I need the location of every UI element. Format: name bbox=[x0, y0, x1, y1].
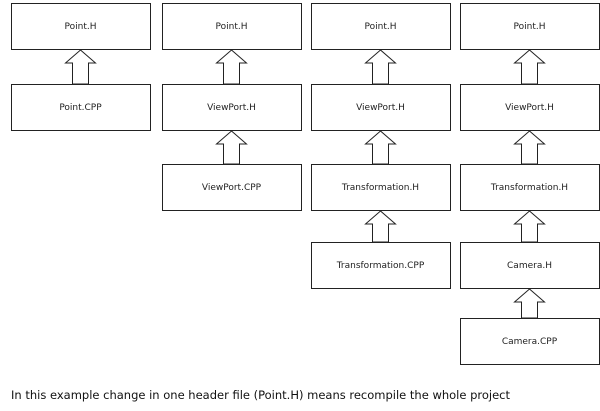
node-box bbox=[162, 84, 302, 131]
node-transformation-cpp: Transformation.CPP bbox=[311, 242, 451, 289]
node-viewport-cpp: ViewPort.CPP bbox=[162, 164, 302, 211]
node-label: Transformation.H bbox=[490, 183, 568, 193]
inheritance-arrow-camera-h-to-transformation-h bbox=[513, 210, 546, 243]
node-box bbox=[311, 242, 451, 289]
node-box bbox=[311, 84, 451, 131]
inheritance-arrow-transformation-h-to-viewport-h bbox=[513, 130, 546, 165]
node-point-h: Point.H bbox=[11, 3, 151, 50]
inheritance-arrow-viewport-cpp-to-viewport-h bbox=[215, 130, 248, 165]
inheritance-arrow-transformation-cpp-to-transformation-h bbox=[364, 210, 397, 243]
inheritance-arrow-transformation-h-to-viewport-h bbox=[364, 130, 397, 165]
node-viewport-h: ViewPort.H bbox=[311, 84, 451, 131]
node-point-h: Point.H bbox=[311, 3, 451, 50]
inheritance-arrow-camera-cpp-to-camera-h bbox=[513, 288, 546, 319]
node-label: ViewPort.H bbox=[207, 103, 256, 113]
nodes-layer: Point.H Point.CPP Point.H ViewPort.H ViewPor… bbox=[11, 3, 600, 365]
node-box bbox=[11, 3, 151, 50]
node-box bbox=[11, 84, 151, 131]
node-label: Point.H bbox=[365, 22, 397, 32]
node-label: ViewPort.H bbox=[356, 103, 405, 113]
node-label: Transformation.CPP bbox=[336, 261, 425, 271]
diagram-caption: In this example change in one header fil… bbox=[11, 388, 511, 402]
inheritance-arrow-viewport-h-to-point-h bbox=[364, 49, 397, 85]
node-point-h: Point.H bbox=[460, 3, 600, 50]
node-viewport-h: ViewPort.H bbox=[460, 84, 600, 131]
node-label: ViewPort.CPP bbox=[202, 183, 262, 193]
node-camera-h: Camera.H bbox=[460, 242, 600, 289]
node-label: Transformation.H bbox=[341, 183, 419, 193]
node-label: Camera.H bbox=[507, 261, 552, 271]
node-point-h: Point.H bbox=[162, 3, 302, 50]
node-point-cpp: Point.CPP bbox=[11, 84, 151, 131]
node-box bbox=[460, 164, 600, 211]
node-box bbox=[162, 3, 302, 50]
node-box bbox=[162, 164, 302, 211]
inheritance-arrow-viewport-h-to-point-h bbox=[513, 49, 546, 85]
node-viewport-h: ViewPort.H bbox=[162, 84, 302, 131]
inheritance-arrow-viewport-h-to-point-h bbox=[215, 49, 248, 85]
node-box bbox=[460, 242, 600, 289]
node-transformation-h: Transformation.H bbox=[460, 164, 600, 211]
node-transformation-h: Transformation.H bbox=[311, 164, 451, 211]
inheritance-arrow-point-cpp-to-point-h bbox=[64, 49, 97, 85]
arrows-layer bbox=[64, 49, 546, 319]
node-camera-cpp: Camera.CPP bbox=[460, 318, 600, 365]
node-label: Point.H bbox=[65, 22, 97, 32]
node-label: Point.CPP bbox=[59, 103, 102, 113]
node-box bbox=[311, 3, 451, 50]
node-box bbox=[311, 164, 451, 211]
node-label: Point.H bbox=[514, 22, 546, 32]
node-label: Point.H bbox=[216, 22, 248, 32]
node-box bbox=[460, 3, 600, 50]
node-label: Camera.CPP bbox=[502, 337, 558, 347]
node-label: ViewPort.H bbox=[505, 103, 554, 113]
